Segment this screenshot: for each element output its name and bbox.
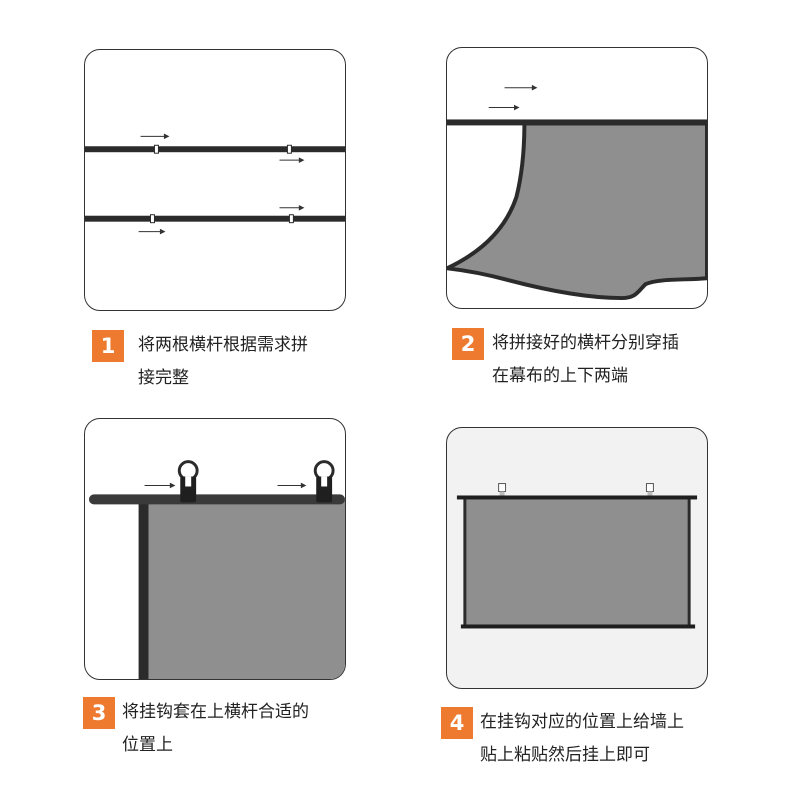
step-1-line-1: 将两根横杆根据需求拼 (138, 335, 308, 355)
upper-rod (85, 144, 345, 154)
push-arrows (488, 84, 538, 111)
projection-screen-fabric (447, 121, 707, 301)
projection-screen-fabric (463, 495, 691, 628)
step-4-line-2: 贴上粘贴然后挂上即可 (480, 745, 650, 765)
step-2-badge: 2 (452, 328, 484, 360)
hook-left (177, 460, 199, 503)
step-1-caption: 将两根横杆根据需求拼 接完整 (138, 329, 308, 395)
step-2-illustration (446, 47, 708, 309)
step-3-line-2: 位置上 (122, 735, 173, 755)
step-4-caption: 在挂钩对应的位置上给墙上 贴上粘贴然后挂上即可 (480, 706, 684, 772)
top-rod (88, 494, 345, 505)
step-1-line-2: 接完整 (138, 368, 189, 388)
step-3-caption: 将挂钩套在上横杆合适的 位置上 (122, 696, 309, 762)
step-2-line-2: 在幕布的上下两端 (492, 366, 628, 386)
rod-joining-diagram (85, 133, 345, 235)
wall-mounted-diagram (456, 483, 698, 629)
top-rod (447, 119, 707, 126)
push-arrows (138, 133, 305, 235)
step-1-badge: 1 (92, 330, 124, 362)
push-arrows (144, 482, 307, 489)
hook-mount-diagram (88, 460, 345, 679)
bottom-rod (460, 624, 696, 629)
screen-side-bar (138, 500, 149, 679)
adhesive-hook-right (645, 483, 654, 497)
adhesive-hook-left (498, 483, 507, 497)
step-3-illustration (84, 418, 346, 680)
step-2-caption: 将拼接好的横杆分别穿插 在幕布的上下两端 (492, 327, 679, 393)
lower-rod (85, 214, 345, 224)
step-4-line-1: 在挂钩对应的位置上给墙上 (480, 712, 684, 732)
step-4-badge: 4 (441, 707, 473, 739)
step-4-illustration (446, 427, 708, 689)
hook-right (313, 460, 335, 503)
top-rod (456, 495, 698, 500)
step-3-line-1: 将挂钩套在上横杆合适的 (122, 702, 309, 722)
step-3-badge: 3 (83, 697, 115, 729)
step-2-line-1: 将拼接好的横杆分别穿插 (492, 333, 679, 353)
rod-insert-diagram (447, 84, 707, 301)
projection-screen-fabric (148, 500, 345, 679)
step-1-illustration (84, 49, 346, 311)
